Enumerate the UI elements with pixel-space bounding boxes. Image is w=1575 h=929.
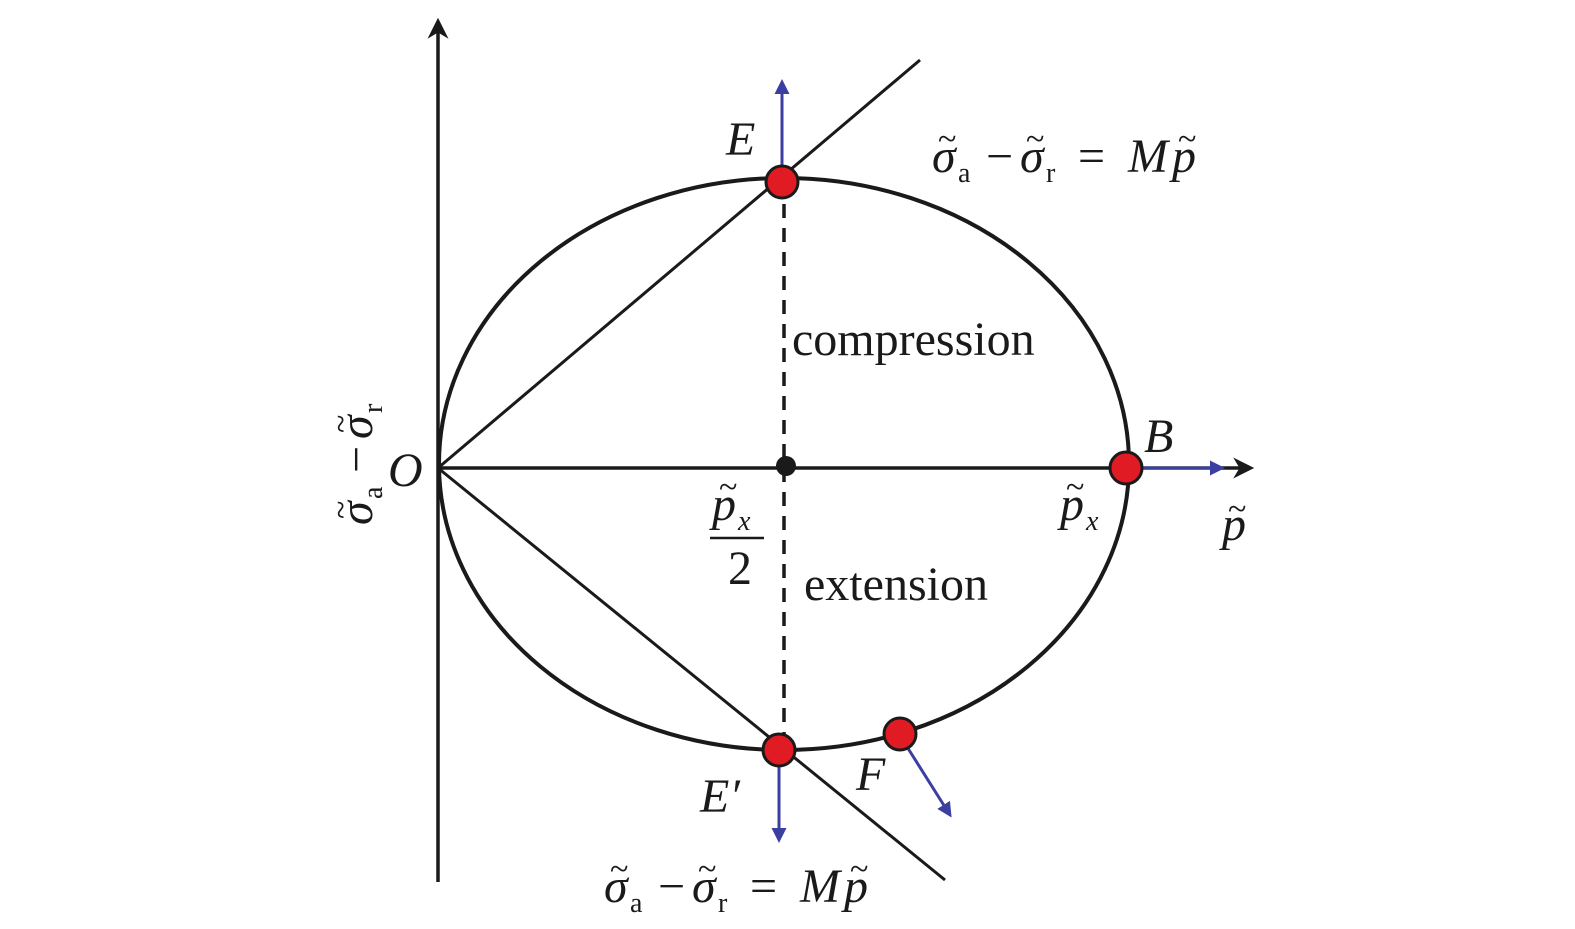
svg-text:a: a <box>630 888 643 919</box>
svg-text:σ: σ <box>932 130 958 183</box>
point-F-marker <box>882 716 918 752</box>
svg-text:p: p <box>1219 498 1246 551</box>
svg-text:−: − <box>330 446 383 473</box>
vertical-axis-label: ~ σ a − ~ σ r <box>323 403 389 525</box>
critical-state-line-lower <box>437 466 946 882</box>
label-E-prime: E′ <box>699 770 741 823</box>
svg-text:r: r <box>358 403 389 413</box>
equation-upper: ~ σ a − ~ σ r = M ~ p <box>932 121 1196 189</box>
svg-text:~: ~ <box>1228 491 1246 528</box>
svg-text:−: − <box>986 130 1013 183</box>
point-E-marker <box>764 164 800 200</box>
svg-text:p: p <box>1169 130 1196 183</box>
label-compression: compression <box>792 313 1035 366</box>
svg-text:~: ~ <box>698 851 716 888</box>
svg-text:p: p <box>841 860 868 913</box>
svg-text:p: p <box>709 478 736 531</box>
label-extension: extension <box>804 558 988 611</box>
svg-text:M: M <box>799 860 843 913</box>
svg-text:r: r <box>718 888 728 919</box>
svg-text:~: ~ <box>323 501 360 519</box>
svg-text:σ: σ <box>604 860 630 913</box>
svg-text:a: a <box>358 486 389 499</box>
equation-lower: ~ σ a − ~ σ r = M ~ p <box>604 851 868 919</box>
svg-text:M: M <box>1127 130 1171 183</box>
svg-text:~: ~ <box>1026 121 1044 158</box>
ellipse-center-dot <box>776 456 796 476</box>
svg-text:~: ~ <box>850 851 868 888</box>
svg-text:σ: σ <box>330 413 383 439</box>
svg-text:σ: σ <box>692 860 718 913</box>
svg-text:~: ~ <box>610 851 628 888</box>
svg-text:=: = <box>750 860 777 913</box>
svg-text:x: x <box>1085 506 1099 537</box>
svg-text:~: ~ <box>719 469 737 506</box>
svg-text:σ: σ <box>1020 130 1046 183</box>
svg-text:~: ~ <box>1066 469 1084 506</box>
svg-text:r: r <box>1046 158 1056 189</box>
svg-text:σ: σ <box>330 499 383 525</box>
label-px-half: ~ p x 2 <box>709 469 764 595</box>
svg-text:~: ~ <box>938 121 956 158</box>
svg-text:p: p <box>1057 478 1084 531</box>
critical-state-line-upper <box>437 58 921 470</box>
svg-text:−: − <box>658 860 685 913</box>
label-E: E <box>725 113 755 166</box>
label-O: O <box>388 444 423 497</box>
point-E-prime-marker <box>761 732 797 768</box>
point-B-marker <box>1108 450 1144 486</box>
horizontal-axis-label: ~ p <box>1219 491 1246 551</box>
label-px: ~ p x <box>1057 469 1099 537</box>
label-F: F <box>855 748 886 801</box>
svg-text:~: ~ <box>323 415 360 433</box>
arrow-F-normal <box>902 741 952 818</box>
svg-text:2: 2 <box>728 542 752 595</box>
svg-text:a: a <box>958 158 971 189</box>
svg-text:~: ~ <box>1178 121 1196 158</box>
label-B: B <box>1144 410 1173 463</box>
svg-text:x: x <box>737 506 751 537</box>
svg-text:=: = <box>1078 130 1105 183</box>
